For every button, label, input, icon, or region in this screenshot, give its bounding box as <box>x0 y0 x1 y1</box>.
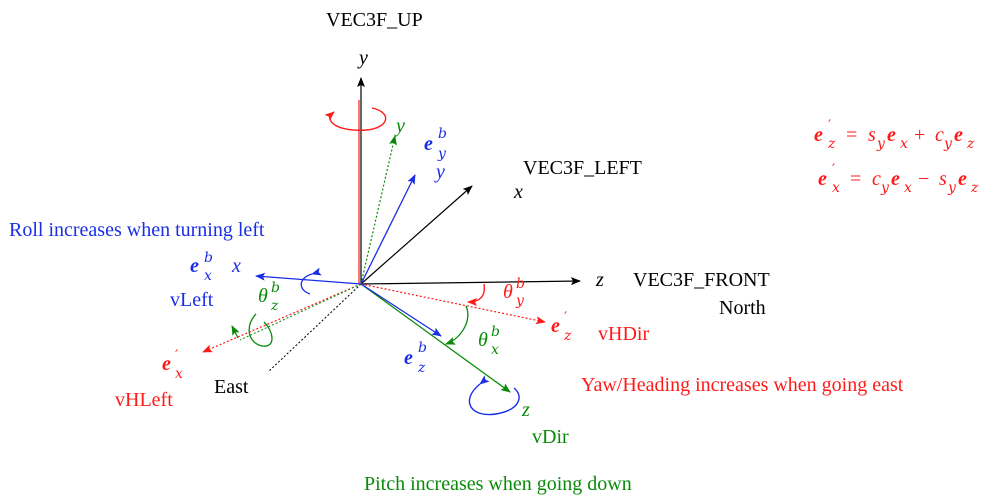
theta-x-b-label: θ b x <box>478 324 500 358</box>
equation-ex-prime: e ′ x = c y e x − s y e z <box>818 162 979 196</box>
svg-text:x: x <box>491 342 499 358</box>
svg-text:s: s <box>939 168 947 190</box>
svg-text:b: b <box>204 250 213 266</box>
vdir-label: vDir <box>532 426 569 448</box>
svg-text:z: z <box>970 180 979 196</box>
svg-text:+: + <box>914 124 925 146</box>
world-x-letter: x <box>513 181 523 203</box>
svg-text:x: x <box>204 268 212 284</box>
green-y-axis-dotted <box>360 135 397 285</box>
roll-note: Roll increases when turning left <box>9 219 265 241</box>
ez-prime-symbol: e ′ z <box>551 310 572 344</box>
svg-text:=: = <box>850 168 861 190</box>
theta-y-angle-arc <box>467 283 486 306</box>
theta-z-b-label: θ b z <box>258 280 280 314</box>
svg-text:=: = <box>846 124 857 146</box>
svg-text:c: c <box>872 168 881 190</box>
svg-text:′: ′ <box>564 310 567 326</box>
world-z-letter: z <box>595 269 604 291</box>
theta-x-angle-arc <box>445 305 469 345</box>
svg-text:b: b <box>418 340 427 356</box>
green-z-axis <box>360 283 511 393</box>
roll-angle-arc <box>300 267 322 295</box>
svg-text:e: e <box>891 168 900 190</box>
svg-text:e: e <box>887 124 896 146</box>
svg-text:e: e <box>814 124 823 146</box>
vhleft-label: vHLeft <box>115 389 173 411</box>
ey-b-symbol: e b y <box>424 126 447 162</box>
pitch-rotation-arrow-head <box>231 325 240 339</box>
yaw-note: Yaw/Heading increases when going east <box>581 374 904 396</box>
svg-text:e: e <box>818 168 827 190</box>
svg-text:z: z <box>966 136 975 152</box>
svg-text:z: z <box>417 360 426 376</box>
svg-text:y: y <box>880 180 890 196</box>
vhdir-label: vHDir <box>598 323 649 345</box>
ex-prime-vector <box>202 283 362 353</box>
svg-text:′: ′ <box>175 348 178 364</box>
svg-text:c: c <box>935 124 944 146</box>
svg-text:x: x <box>832 180 840 196</box>
theta-y-b-label: θ b y <box>503 276 525 309</box>
ex-prime-symbol: e ′ x <box>162 348 183 382</box>
world-z-axis <box>360 277 581 286</box>
svg-text:b: b <box>438 126 447 142</box>
svg-text:y: y <box>437 146 447 162</box>
svg-text:e: e <box>162 353 171 375</box>
vec3f-front-label: VEC3F_FRONT <box>633 269 770 291</box>
north-label: North <box>719 297 766 319</box>
svg-text:b: b <box>271 280 280 296</box>
svg-text:b: b <box>516 276 525 292</box>
svg-text:e: e <box>551 315 560 337</box>
svg-text:z: z <box>563 328 572 344</box>
svg-text:x: x <box>900 136 908 152</box>
theta-z-angle-arc <box>248 313 273 347</box>
svg-text:y: y <box>943 136 953 152</box>
world-y-letter: y <box>357 47 368 69</box>
east-label: East <box>214 376 249 398</box>
svg-text:y: y <box>947 180 957 196</box>
green-z-letter: z <box>521 399 530 421</box>
svg-text:e: e <box>954 124 963 146</box>
blue-y-letter: y <box>434 161 445 183</box>
vec3f-up-label: VEC3F_UP <box>326 9 423 31</box>
svg-text:e: e <box>958 168 967 190</box>
yaw-rotation-arrow <box>324 107 387 131</box>
svg-text:x: x <box>904 180 912 196</box>
pitch-note: Pitch increases when going down <box>364 473 632 495</box>
svg-text:s: s <box>868 124 876 146</box>
ez-body-vector <box>360 283 442 337</box>
svg-text:′: ′ <box>832 162 835 178</box>
svg-text:′: ′ <box>828 118 831 134</box>
svg-text:e: e <box>404 347 413 369</box>
green-y-letter: y <box>394 115 405 137</box>
svg-text:y: y <box>876 136 886 152</box>
svg-text:z: z <box>827 136 836 152</box>
svg-text:−: − <box>918 168 929 190</box>
svg-text:e: e <box>424 133 433 155</box>
vleft-label: vLeft <box>170 289 214 311</box>
svg-text:θ: θ <box>478 329 488 351</box>
roll-rotation-arrow <box>468 375 520 416</box>
svg-text:x: x <box>175 366 183 382</box>
svg-text:z: z <box>270 298 279 314</box>
ex-body-vector <box>255 272 362 285</box>
blue-x-letter: x <box>231 255 241 277</box>
svg-text:θ: θ <box>258 285 268 307</box>
equation-ez-prime: e ′ z = s y e x + c y e z <box>814 118 975 152</box>
ez-prime-vector <box>360 283 546 325</box>
svg-text:b: b <box>491 324 500 340</box>
svg-text:y: y <box>515 293 525 309</box>
world-x-axis <box>360 185 473 285</box>
ex-b-symbol: e b x <box>190 250 213 284</box>
ez-b-symbol: e b z <box>404 340 427 376</box>
ey-body-vector <box>360 174 416 285</box>
vec3f-left-label: VEC3F_LEFT <box>523 157 642 179</box>
svg-text:θ: θ <box>503 281 513 303</box>
east-direction-dotted <box>267 283 362 373</box>
svg-text:e: e <box>190 255 199 277</box>
